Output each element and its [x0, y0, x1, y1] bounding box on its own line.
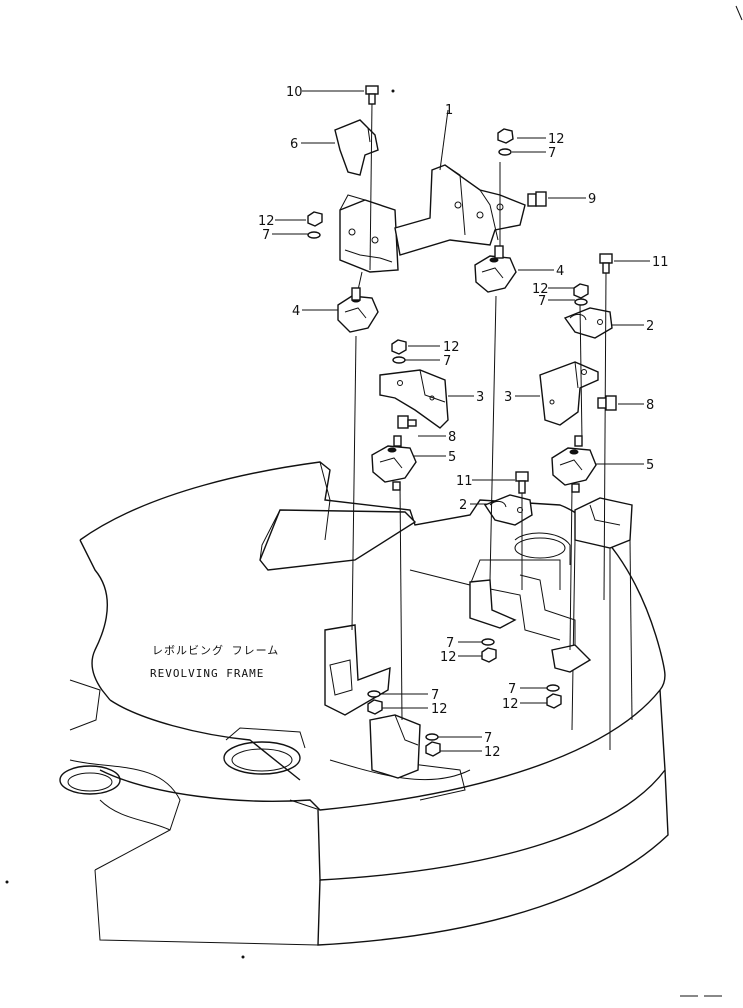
- bolt-9-icon: [527, 191, 547, 207]
- callout-12f: 12: [502, 697, 519, 712]
- cushion-mount-5-right: [551, 447, 597, 486]
- callout-3b: 3: [504, 390, 512, 405]
- callout-12g: 12: [431, 702, 448, 717]
- callout-5a: 5: [448, 450, 456, 465]
- callout-7h: 7: [484, 731, 492, 746]
- revolving-frame: レボルビング フレーム REVOLVING FRAME: [59, 461, 669, 946]
- callout-7d: 7: [443, 354, 451, 369]
- nut-12-lower-left-icon: [367, 690, 383, 715]
- lower-center-mount-bracket: [369, 714, 421, 779]
- stud-bolt-left-icon: [351, 287, 361, 301]
- frame-label-en: REVOLVING FRAME: [150, 667, 264, 680]
- stay-part-6: [334, 119, 379, 176]
- callout-4a: 4: [556, 264, 564, 279]
- alignment-lines: [351, 101, 607, 721]
- callout-11b: 11: [456, 474, 473, 489]
- nut-12-center-icon: [391, 339, 407, 364]
- bracket-3-right: [539, 361, 599, 426]
- callout-7e: 7: [446, 636, 454, 651]
- callout-10: 10: [286, 85, 303, 100]
- callout-7b: 7: [262, 228, 270, 243]
- bolt-11-upper-icon: [599, 253, 613, 274]
- callout-12e: 12: [440, 650, 457, 665]
- nut-12-top-icon: [497, 128, 514, 156]
- callout-12c: 12: [532, 282, 549, 297]
- callout-7c: 7: [538, 294, 546, 309]
- frame-label-jp: レボルビング フレーム: [152, 643, 279, 657]
- callout-3a: 3: [476, 390, 484, 405]
- callout-4b: 4: [292, 304, 300, 319]
- callout-8a: 8: [646, 398, 654, 413]
- nut-12-left-icon: [307, 211, 323, 239]
- callout-7g: 7: [431, 688, 439, 703]
- stud-bolt-right-icon: [494, 245, 504, 259]
- callout-7f: 7: [508, 682, 516, 697]
- callout-12d: 12: [443, 340, 460, 355]
- callout-9: 9: [588, 192, 596, 207]
- callout-12a: 12: [548, 132, 565, 147]
- fasteners: [307, 85, 617, 757]
- nut-12-bottom-icon: [425, 733, 441, 757]
- cushion-mount-4-right: [474, 255, 517, 293]
- cushion-mount-4-left: [337, 295, 379, 333]
- nut-12-lower-center-icon: [481, 638, 497, 663]
- corner-marks: [5, 5, 743, 997]
- leader-lines: [272, 90, 650, 752]
- bracket-3-left: [379, 369, 449, 429]
- stud-bolt-5-left-icon: [392, 435, 402, 491]
- callout-labels: 1 2 2 3 3 4 4 5 5 6 7 7 7 7 7 7 7 7 7 8 …: [258, 85, 669, 760]
- cushion-mount-5-left: [371, 445, 417, 483]
- callout-1: 1: [445, 103, 453, 118]
- callout-5b: 5: [646, 458, 654, 473]
- bolt-10-icon: [365, 85, 379, 105]
- callout-11a: 11: [652, 255, 669, 270]
- callout-12h: 12: [484, 745, 501, 760]
- bolt-8-right-icon: [597, 395, 617, 411]
- main-bracket-part-1: [339, 164, 526, 273]
- nut-12-lower-right-icon: [546, 684, 562, 709]
- callout-8b: 8: [448, 430, 456, 445]
- bolt-11-center-icon: [515, 471, 529, 494]
- nut-12-right-icon: [573, 283, 589, 306]
- callout-2b: 2: [459, 498, 467, 513]
- callout-7a: 7: [548, 146, 556, 161]
- bracket-2-right: [563, 307, 613, 339]
- callout-12b: 12: [258, 214, 275, 229]
- callout-2a: 2: [646, 319, 654, 334]
- bolt-8-left-icon: [397, 415, 417, 429]
- callout-6: 6: [290, 137, 298, 152]
- stud-bolt-5-right-icon: [571, 435, 583, 493]
